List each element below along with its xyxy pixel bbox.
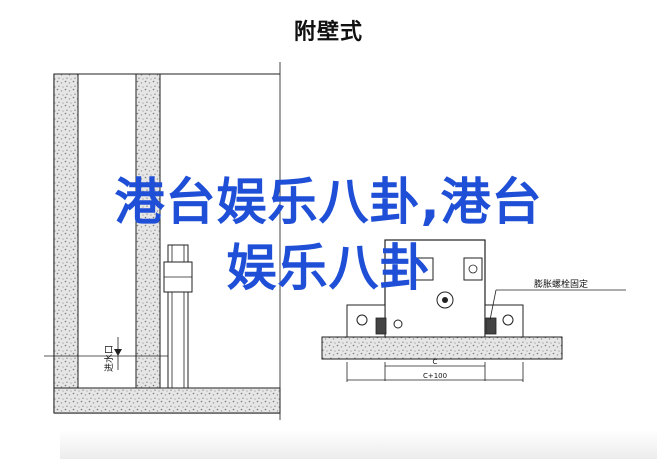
floor-slab-hatch	[53, 387, 281, 414]
overlay-text-line-2: 娱乐八卦	[226, 239, 431, 297]
side-section-view: 进水口	[44, 62, 281, 420]
floor-hatch-right	[321, 336, 563, 360]
diagram-title: 附壁式	[293, 20, 363, 45]
front-view: C C+100 膨胀螺栓固定	[321, 239, 626, 382]
expansion-bolt-left	[375, 317, 387, 335]
bottom-fade-band	[60, 430, 657, 459]
overlay-text-line-1: 港台娱乐八卦,港台	[114, 173, 543, 231]
bolt-label: 膨胀螺栓固定	[534, 278, 588, 290]
inlet-label: 进水口	[103, 345, 115, 372]
dim-c-label: C	[433, 358, 438, 366]
expansion-bolt-right	[485, 317, 497, 335]
left-wall-hatch	[53, 73, 79, 414]
dim-c100-label: C+100	[423, 372, 447, 380]
